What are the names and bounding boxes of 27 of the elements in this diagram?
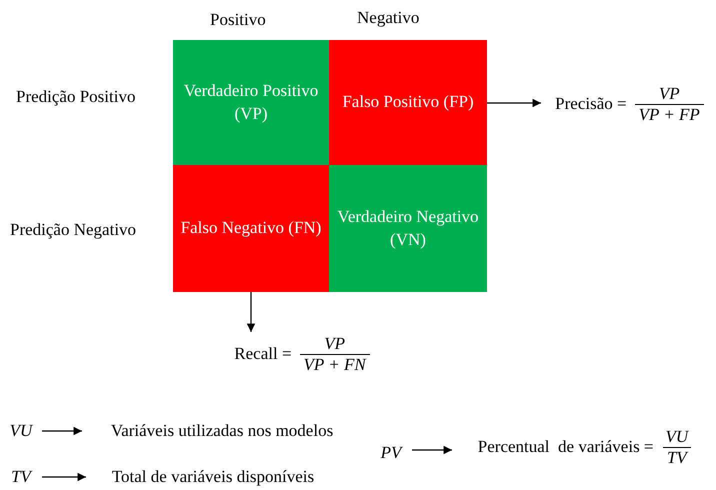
matrix-cell: Falso Positivo (FP) [329,40,487,165]
variable-symbol: VU [4,418,38,444]
column-header: Positivo [210,10,266,30]
numerator: VU [664,426,690,446]
numerator: VP [658,84,681,104]
row-header: Predição Negativo [10,220,136,240]
row-header: Predição Positivo [16,87,136,107]
definition-text: Total de variáveis disponíveis [88,466,338,488]
variable-symbol: TV [4,466,38,488]
formula-label: Percentual de variáveis = [478,437,654,457]
matrix-cell: Falso Negativo (FN) [173,165,329,292]
denominator: TV [662,446,691,468]
numerator: VP [323,334,346,354]
matrix-cell: Verdadeiro Positivo (VP) [173,40,329,165]
denominator: VP + FN [300,354,370,374]
arrow [42,472,86,482]
denominator: VP + FP [634,104,704,124]
arrow [246,292,256,332]
matrix-cell: Verdadeiro Negativo (VN) [329,165,487,292]
definition-text: Variáveis utilizadas nos modelos [84,418,360,444]
arrow [412,446,452,454]
variable-symbol: PV [374,441,408,465]
arrow [487,98,541,108]
formula-label: Precisão = [555,94,627,114]
column-header: Negativo [357,8,420,28]
arrow [42,426,82,436]
formula-label: Recall = [234,344,292,364]
